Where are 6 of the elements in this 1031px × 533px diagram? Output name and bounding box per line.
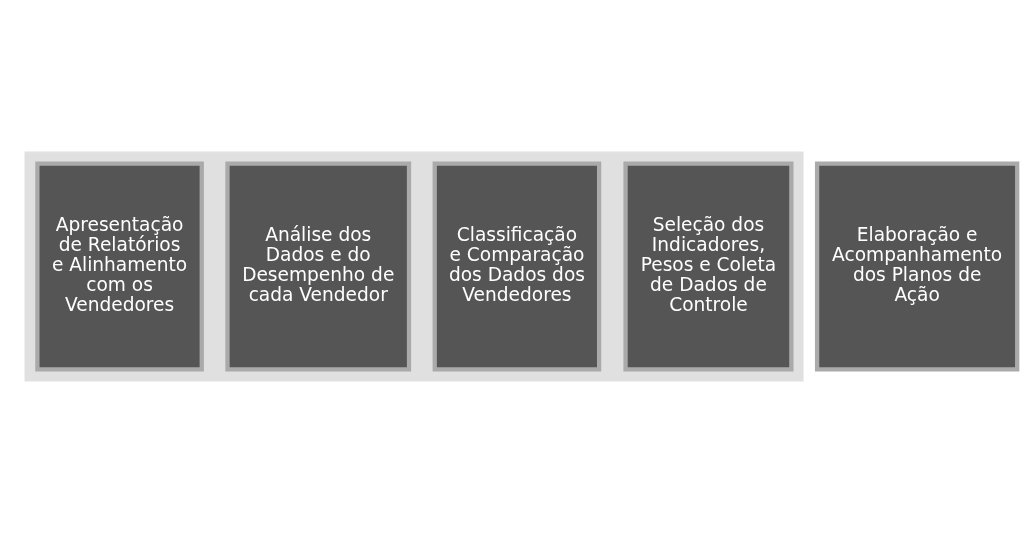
node-box: Classificação e Comparação dos Dados dos Vendedores [432,161,602,372]
node-box: Análise dos Dados e do Desempenho de cada Vendedor [225,161,412,372]
cluster [24,151,804,382]
node-box: Elaboração e Acompanhamento dos Planos de Ação [814,161,1020,372]
node-box: Seleção dos Indicadores, Pesos e Coleta de Dados de Controle [623,161,794,372]
node-box: Apresentação de Relatórios e Alinhamento com os Vendedores [35,161,204,372]
